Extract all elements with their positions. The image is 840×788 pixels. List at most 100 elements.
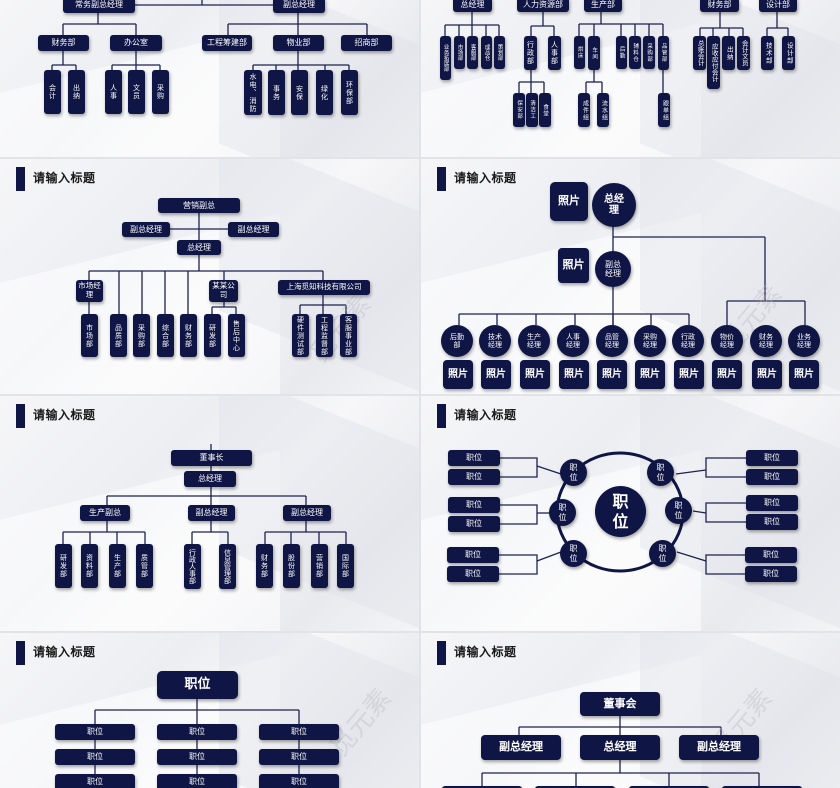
node-logistics[interactable]: 后勤 <box>616 36 627 69</box>
node-finance-dept[interactable]: 财务部 <box>38 35 89 51</box>
node-assembly-group[interactable]: 成件组 <box>578 93 590 127</box>
node-deputy-left[interactable]: 副总经理 <box>122 222 170 237</box>
node-purchase[interactable]: 采购 <box>152 70 169 114</box>
node-production-vp[interactable]: 生产副总 <box>80 505 130 521</box>
node-security[interactable]: 安保 <box>291 70 308 115</box>
node-hardware-test[interactable]: 硬件测试部 <box>292 314 309 357</box>
node-shares-dept[interactable]: 股份部 <box>283 544 300 588</box>
node-materials[interactable]: 辅料仓 <box>629 36 641 69</box>
leaf-left-6[interactable]: 职位 <box>447 566 499 582</box>
node-level3-4[interactable] <box>722 786 802 788</box>
node-vp-right[interactable]: 副总经理 <box>679 735 759 760</box>
slide-panel-7[interactable]: 请输入标题 职位 职位 职位 职位 职位 职位 职位 职位 职位 职位 觅元素 <box>0 633 419 788</box>
node-tech-manager[interactable]: 技术经理 <box>479 325 511 357</box>
node-general-manager[interactable]: 总经理 <box>184 471 236 487</box>
slide-panel-3[interactable]: 请输入标题 营销副总 副总经理 副总经理 总经理 市场经理 某某公司 上海觅知科… <box>0 159 419 394</box>
photo-placeholder[interactable]: 照片 <box>635 360 665 389</box>
node-international-dept[interactable]: 国际部 <box>337 544 354 588</box>
node-ledger-accounting[interactable]: 总账会计 <box>693 36 706 70</box>
photo-placeholder[interactable]: 照片 <box>674 360 704 389</box>
slide-title[interactable]: 请输入标题 <box>33 171 96 185</box>
node-executive-vp[interactable]: 常务副总经理 <box>63 0 135 13</box>
node-procurement[interactable]: 采购部 <box>643 36 655 69</box>
cell-col1-row1[interactable]: 职位 <box>55 724 135 740</box>
node-environment[interactable]: 环保部 <box>341 70 358 115</box>
leaf-left-1[interactable]: 职位 <box>448 450 500 466</box>
ring-node-bottom-right[interactable]: 职位 <box>649 540 676 567</box>
node-personnel-dept[interactable]: 人事部 <box>548 36 561 70</box>
slide-title[interactable]: 请输入标题 <box>454 171 517 185</box>
slide-title[interactable]: 请输入标题 <box>454 408 517 422</box>
ring-node-mid-right[interactable]: 职位 <box>665 497 692 524</box>
node-office[interactable]: 办公室 <box>110 35 162 51</box>
node-general-dept[interactable]: 综合部 <box>157 314 174 357</box>
leaf-right-3[interactable]: 职位 <box>746 495 798 511</box>
slide-panel-8[interactable]: 请输入标题 董事会 副总经理 总经理 副总经理 觅元素 <box>421 633 840 788</box>
cell-col1-row2[interactable]: 职位 <box>55 749 135 765</box>
node-level3-2[interactable] <box>535 786 615 788</box>
photo-placeholder[interactable]: 照片 <box>443 360 473 389</box>
leaf-left-3[interactable]: 职位 <box>448 497 500 513</box>
photo-placeholder-vp[interactable]: 照片 <box>558 248 589 283</box>
node-finance-dept[interactable]: 财务部 <box>700 0 739 12</box>
node-purchase-dept[interactable]: 采购部 <box>133 314 150 357</box>
node-logistics[interactable]: 后勤部 <box>441 325 473 357</box>
node-general-manager[interactable]: 总经理 <box>453 0 492 12</box>
node-sales-manager[interactable]: 业务经理 <box>788 325 820 357</box>
slide-panel-6[interactable]: 请输入标题 职位 职位 职位 职位 职位 职位 职位 职位 职位 职位 职位 职… <box>421 396 840 631</box>
node-market[interactable]: 市场部 <box>454 36 465 69</box>
cell-col3-row3[interactable]: 职位 <box>259 774 339 788</box>
ring-node-bottom-left[interactable]: 职位 <box>560 540 587 567</box>
node-admin-hr-dept[interactable]: 行政人事部 <box>184 544 201 589</box>
cell-col2-row3[interactable]: 职位 <box>157 774 237 788</box>
leaf-right-5[interactable]: 职位 <box>745 547 797 563</box>
slide-title[interactable]: 请输入标题 <box>33 408 96 422</box>
node-level3-1[interactable] <box>442 786 522 788</box>
photo-placeholder[interactable]: 照片 <box>559 360 589 389</box>
leaf-right-6[interactable]: 职位 <box>745 566 797 582</box>
node-quality[interactable]: 品管部 <box>658 36 669 70</box>
node-customer-service[interactable]: 客服部 <box>467 36 478 69</box>
node-info-mgmt-dept[interactable]: 信息管理部 <box>219 544 236 589</box>
node-property-dept[interactable]: 物业部 <box>273 35 324 51</box>
node-after-sales[interactable]: 售后中心 <box>228 314 245 357</box>
ring-node-mid-left[interactable]: 职位 <box>549 499 576 526</box>
node-cashier[interactable]: 出纳 <box>68 70 85 114</box>
node-workshop[interactable]: 车间 <box>588 36 600 70</box>
node-rnd-dept[interactable]: 研发部 <box>204 314 221 357</box>
node-market-manager[interactable]: 市场经理 <box>76 280 103 302</box>
leaf-right-4[interactable]: 职位 <box>746 514 798 530</box>
leaf-left-5[interactable]: 职位 <box>447 547 499 563</box>
node-utilities[interactable]: 水电、消防 <box>244 70 262 115</box>
photo-placeholder[interactable]: 照片 <box>520 360 550 389</box>
photo-placeholder[interactable]: 照片 <box>597 360 627 389</box>
node-hr-manager[interactable]: 人事经理 <box>557 325 589 357</box>
node-general-manager[interactable]: 总经理 <box>177 240 221 255</box>
node-vp-left[interactable]: 副总经理 <box>481 735 561 760</box>
node-some-company[interactable]: 某某公司 <box>209 280 238 302</box>
node-chairman[interactable]: 董事长 <box>171 450 252 466</box>
leaf-right-2[interactable]: 职位 <box>746 469 798 485</box>
node-merchant-dept[interactable]: 招商部 <box>341 35 392 51</box>
node-general-manager[interactable]: 总经理 <box>580 735 660 760</box>
node-vp[interactable]: 副总经理 <box>595 251 631 287</box>
leaf-left-4[interactable]: 职位 <box>448 516 500 532</box>
leaf-right-1[interactable]: 职位 <box>746 450 798 466</box>
node-finished-store[interactable]: 成品仓 <box>481 36 492 69</box>
node-line-group[interactable]: 流水组 <box>597 93 609 127</box>
node-clerk[interactable]: 文员 <box>128 70 145 114</box>
node-shanghai-company[interactable]: 上海觅知科技有限公司 <box>278 280 370 295</box>
ring-node-top-left[interactable]: 职位 <box>560 459 587 486</box>
node-finance-dept[interactable]: 财务部 <box>180 314 197 357</box>
slide-panel-2[interactable]: 总经理 人力资源部 生产部 财务部 设计部 业务拓展部 市场部 客服部 成品仓 … <box>421 0 840 157</box>
node-top-position[interactable]: 职位 <box>157 671 238 699</box>
node-receivable-accounting[interactable]: 应收应付会计 <box>707 36 720 89</box>
node-accounting-clerk[interactable]: 会计文员 <box>737 36 750 70</box>
node-vp-middle[interactable]: 副总经理 <box>188 505 235 521</box>
node-biz-expansion[interactable]: 业务拓展部 <box>440 36 451 80</box>
node-guard[interactable]: 保安部 <box>513 93 525 127</box>
photo-placeholder[interactable]: 照片 <box>789 360 819 389</box>
cell-col2-row2[interactable]: 职位 <box>157 749 237 765</box>
node-vp[interactable]: 副总经理 <box>273 0 325 13</box>
slide-title[interactable]: 请输入标题 <box>454 645 517 659</box>
